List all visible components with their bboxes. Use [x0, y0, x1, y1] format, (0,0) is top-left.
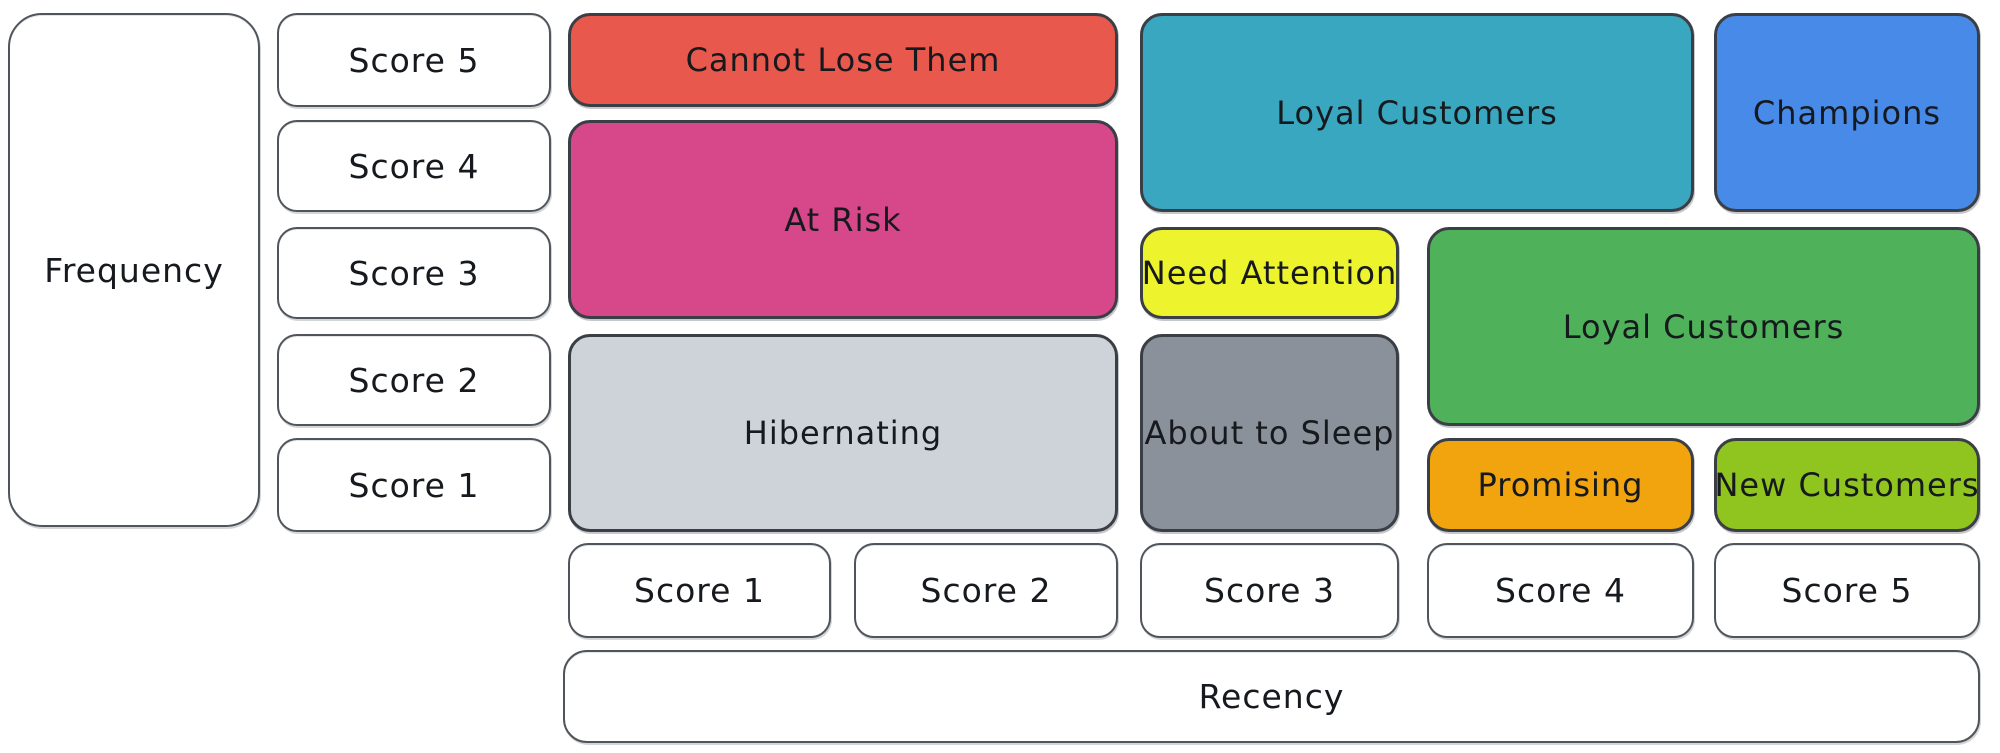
segment-cannot-lose-them: Cannot Lose Them: [568, 13, 1118, 107]
segment-promising: Promising: [1427, 438, 1694, 532]
frequency-score-4: Score 4: [277, 120, 551, 212]
segment-hibernating: Hibernating: [568, 334, 1118, 532]
recency-score-1: Score 1: [568, 543, 831, 638]
recency-axis-label: Recency: [563, 650, 1980, 743]
frequency-score-3: Score 3: [277, 227, 551, 319]
segment-new-customers: New Customers: [1714, 438, 1980, 532]
segment-need-attention: Need Attention: [1140, 227, 1399, 319]
frequency-score-1: Score 1: [277, 438, 551, 532]
frequency-axis-label: Frequency: [8, 13, 260, 527]
segment-loyal-customers: Loyal Customers: [1140, 13, 1694, 212]
segment-loyal-customers-2: Loyal Customers: [1427, 227, 1980, 426]
frequency-score-5: Score 5: [277, 13, 551, 107]
segment-champions: Champions: [1714, 13, 1980, 212]
segment-at-risk: At Risk: [568, 120, 1118, 319]
recency-score-3: Score 3: [1140, 543, 1399, 638]
recency-score-2: Score 2: [854, 543, 1118, 638]
recency-score-4: Score 4: [1427, 543, 1694, 638]
frequency-score-2: Score 2: [277, 334, 551, 426]
segment-about-to-sleep: About to Sleep: [1140, 334, 1399, 532]
recency-score-5: Score 5: [1714, 543, 1980, 638]
